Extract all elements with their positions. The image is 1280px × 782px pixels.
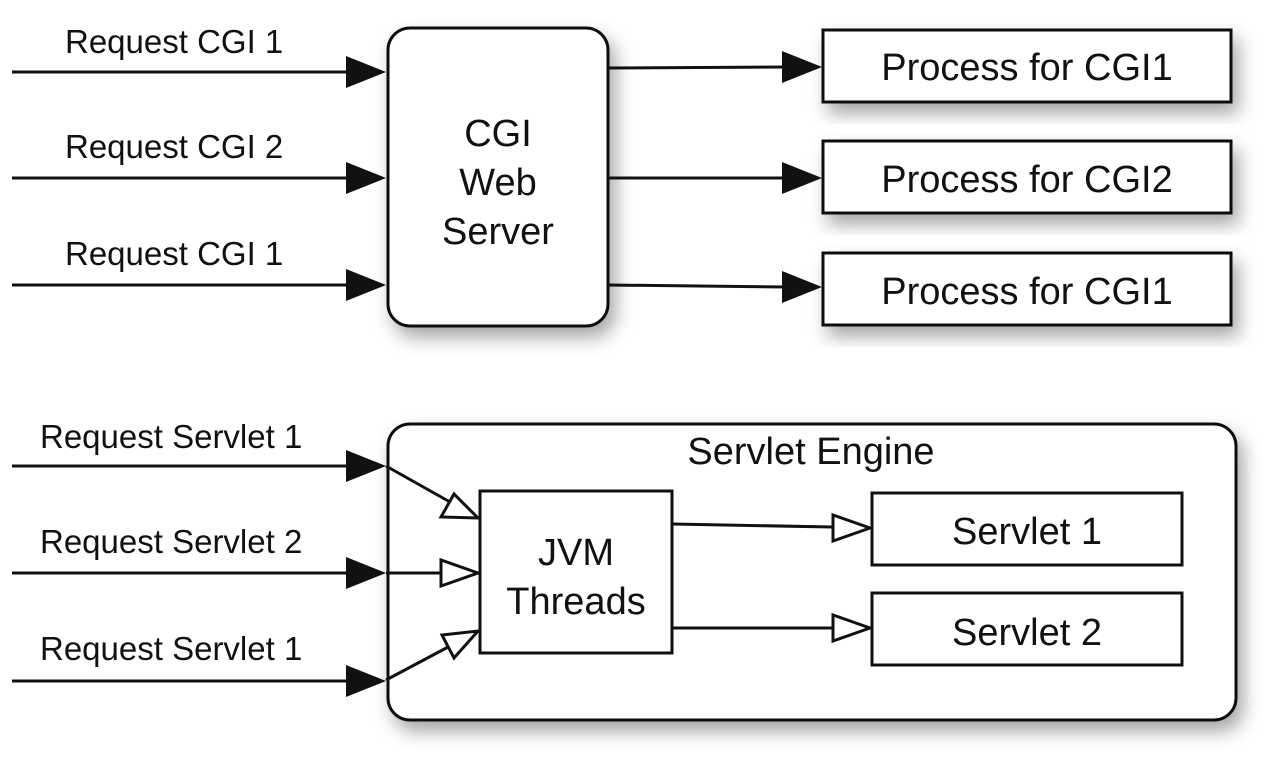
arrowhead-icon (346, 269, 386, 301)
cgi-process-arrow-1 (607, 51, 822, 83)
arrowhead-icon (782, 51, 822, 83)
servlet-request-3: Request Servlet 1 (12, 630, 386, 697)
servlet-request-label: Request Servlet 2 (40, 523, 302, 560)
jvm-input-arrow-2 (386, 557, 483, 589)
cgi-server-label-line: CGI (464, 113, 532, 155)
jvm-label-line: Threads (506, 581, 645, 623)
servlet-label: Servlet 1 (952, 511, 1102, 553)
cgi-process-arrow-3 (607, 271, 822, 303)
servlet-label: Servlet 2 (952, 612, 1102, 654)
open-arrowhead-icon (439, 557, 483, 589)
process-label: Process for CGI1 (881, 47, 1172, 89)
open-arrowhead-icon (438, 491, 482, 520)
process-box-2: Process for CGI2 (821, 139, 1233, 215)
open-arrowhead-icon (831, 612, 875, 644)
servlet-box-2: Servlet 2 (870, 591, 1184, 667)
cgi-request-label: Request CGI 1 (65, 23, 283, 60)
servlet-arrow-1 (671, 512, 875, 544)
arrowhead-icon (346, 557, 386, 589)
servlet-arrow-2 (672, 612, 875, 644)
servlet-request-2: Request Servlet 2 (12, 523, 386, 589)
cgi-process-arrow-2 (608, 162, 822, 194)
cgi-request-1: Request CGI 1 (12, 23, 386, 88)
cgi-request-label: Request CGI 2 (65, 128, 283, 165)
process-box-3: Process for CGI1 (821, 251, 1233, 327)
servlet-request-label: Request Servlet 1 (40, 630, 302, 667)
cgi-section: Request CGI 1 Request CGI 2 Request CGI … (12, 23, 1233, 328)
servlet-engine-title: Servlet Engine (687, 431, 934, 473)
cgi-server-label-line: Server (442, 211, 554, 253)
cgi-server-label-line: Web (459, 162, 536, 204)
jvm-threads-box: JVM Threads (478, 489, 674, 655)
arrowhead-icon (346, 162, 386, 194)
arrowhead-icon (782, 271, 822, 303)
cgi-request-3: Request CGI 1 (12, 235, 386, 301)
servlet-section: Servlet Engine Request Servlet 1 Request… (12, 418, 1238, 722)
process-box-1: Process for CGI1 (821, 28, 1233, 104)
cgi-request-label: Request CGI 1 (65, 235, 283, 272)
jvm-input-arrow-1 (385, 464, 482, 520)
process-label: Process for CGI2 (881, 159, 1172, 201)
open-arrowhead-icon (439, 629, 482, 661)
process-label: Process for CGI1 (881, 271, 1172, 313)
servlet-request-1: Request Servlet 1 (12, 418, 386, 482)
arrowhead-icon (782, 162, 822, 194)
servlet-request-label: Request Servlet 1 (40, 418, 302, 455)
arrowhead-icon (346, 665, 386, 697)
open-arrowhead-icon (831, 512, 875, 544)
cgi-web-server-box: CGI Web Server (386, 26, 610, 328)
jvm-label-line: JVM (538, 532, 614, 574)
servlet-box-1: Servlet 1 (870, 491, 1184, 567)
cgi-request-2: Request CGI 2 (12, 128, 386, 194)
arrowhead-icon (346, 450, 386, 482)
jvm-input-arrow-3 (385, 629, 482, 682)
arrowhead-icon (346, 56, 386, 88)
